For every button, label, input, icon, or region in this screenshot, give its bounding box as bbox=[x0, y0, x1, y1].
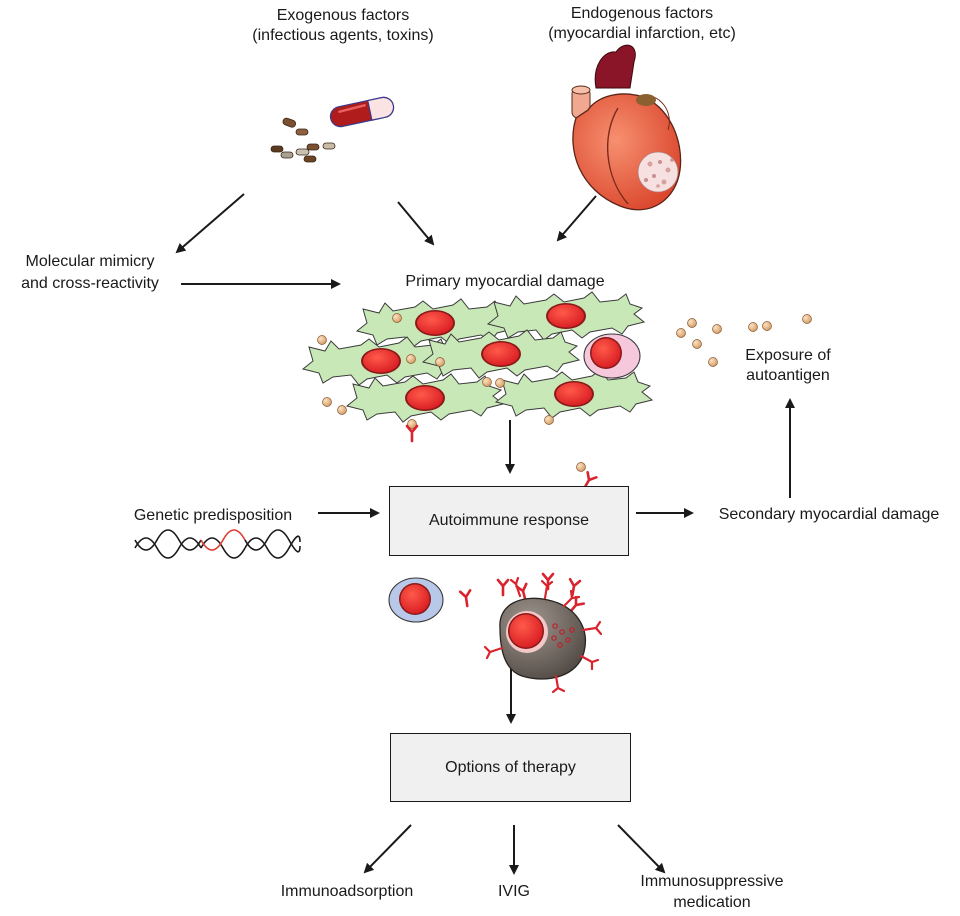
immunosuppressive-label-line1: Immunosuppressive bbox=[640, 873, 784, 890]
infarct-region bbox=[637, 151, 679, 193]
pill-icon bbox=[329, 96, 395, 128]
myocyte-icon bbox=[487, 291, 645, 341]
myocyte-icon bbox=[495, 369, 653, 419]
exogenous-title: Exogenous factors bbox=[276, 7, 410, 24]
exposure-label-line2: autoantigen bbox=[746, 367, 830, 384]
endogenous-subtitle: (myocardial infarction, etc) bbox=[548, 25, 736, 42]
bacteria-icon bbox=[270, 117, 336, 163]
myocyte-icon bbox=[346, 373, 504, 423]
autoimmune-response-box: Autoimmune response bbox=[389, 486, 629, 556]
myocyte-cluster bbox=[302, 291, 653, 443]
arrow-endogenous-to-damage bbox=[556, 195, 597, 242]
therapy-options-label: Options of therapy bbox=[445, 758, 576, 776]
endogenous-title: Endogenous factors bbox=[570, 5, 714, 22]
mimicry-label-line1: Molecular mimicry bbox=[25, 253, 155, 270]
arrow-exogenous-to-mimicry bbox=[175, 193, 245, 254]
therapy-options-box: Options of therapy bbox=[390, 733, 631, 802]
heart-icon bbox=[571, 44, 682, 211]
arrows bbox=[175, 193, 795, 875]
immunoadsorption-label: Immunoadsorption bbox=[280, 883, 414, 900]
dna-icon bbox=[134, 529, 301, 559]
arrow-therapy-to-immunoadsorption bbox=[363, 824, 412, 874]
arrow-exogenous-to-damage bbox=[397, 201, 435, 246]
lymphocyte-icon bbox=[388, 577, 444, 623]
mimicry-label-line2: and cross-reactivity bbox=[21, 275, 159, 292]
plasma-cell-icon bbox=[483, 576, 603, 694]
immunosuppressive-label-line2: medication bbox=[673, 894, 751, 911]
ivig-label: IVIG bbox=[497, 883, 530, 900]
genetic-predisposition-label: Genetic predisposition bbox=[133, 507, 293, 524]
lymphocyte-icon bbox=[583, 333, 641, 379]
autoimmune-response-label: Autoimmune response bbox=[428, 512, 590, 529]
arrow-therapy-to-immunosuppressive bbox=[617, 824, 666, 874]
exogenous-subtitle: (infectious agents, toxins) bbox=[252, 27, 434, 44]
primary-damage-label: Primary myocardial damage bbox=[405, 273, 605, 290]
exposure-label-line1: Exposure of bbox=[745, 347, 831, 364]
secondary-damage-label: Secondary myocardial damage bbox=[718, 506, 940, 523]
